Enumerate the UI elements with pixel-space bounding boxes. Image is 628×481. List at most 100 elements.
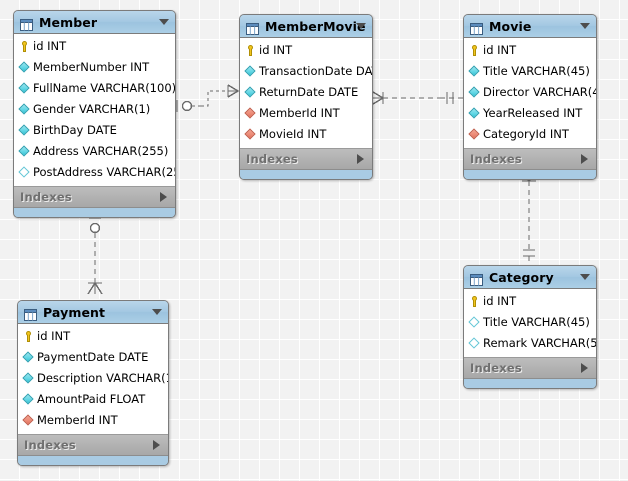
triangle-right-icon[interactable] xyxy=(581,363,588,373)
triangle-right-icon[interactable] xyxy=(160,192,167,202)
diamond-icon xyxy=(244,86,257,99)
key-icon xyxy=(22,330,35,343)
indexes-row[interactable]: Indexes xyxy=(464,358,596,379)
table-membermovie-columns: id INT TransactionDate DATE ReturnDate D… xyxy=(240,38,372,149)
chevron-down-icon[interactable] xyxy=(159,19,169,25)
table-member-header[interactable]: Member xyxy=(14,11,175,34)
column-row[interactable]: id INT xyxy=(464,40,596,61)
column-row[interactable]: MovieId INT xyxy=(240,124,372,145)
table-category-header[interactable]: Category xyxy=(464,266,596,289)
diamond-icon xyxy=(468,107,481,120)
table-title: Member xyxy=(39,14,98,30)
table-payment-columns: id INT PaymentDate DATE Description VARC… xyxy=(18,324,168,435)
table-footer xyxy=(18,456,168,465)
column-row[interactable]: MemberId INT xyxy=(18,410,168,431)
column-row[interactable]: Title VARCHAR(45) xyxy=(464,312,596,333)
column-label: MemberId INT xyxy=(37,412,118,427)
column-row[interactable]: BirthDay DATE xyxy=(14,120,175,141)
column-label: CategoryId INT xyxy=(483,126,569,141)
indexes-label: Indexes xyxy=(20,190,72,204)
table-footer xyxy=(464,170,596,179)
table-member[interactable]: Member id INT MemberNumber INT FullName … xyxy=(13,10,176,218)
table-title: Category xyxy=(489,269,554,285)
column-row[interactable]: id INT xyxy=(464,291,596,312)
indexes-row[interactable]: Indexes xyxy=(18,435,168,456)
column-row[interactable]: id INT xyxy=(240,40,372,61)
column-label: AmountPaid FLOAT xyxy=(37,391,146,406)
table-movie-header[interactable]: Movie xyxy=(464,15,596,38)
column-row[interactable]: Gender VARCHAR(1) xyxy=(14,99,175,120)
chevron-down-icon[interactable] xyxy=(580,274,590,280)
diamond-icon xyxy=(22,393,35,406)
column-label: Gender VARCHAR(1) xyxy=(33,101,151,116)
indexes-label: Indexes xyxy=(246,152,298,166)
column-row[interactable]: ReturnDate DATE xyxy=(240,82,372,103)
diamond-outline-icon xyxy=(468,316,481,329)
key-icon xyxy=(244,44,257,57)
table-category[interactable]: Category id INT Title VARCHAR(45) Remark… xyxy=(463,265,597,389)
table-movie-columns: id INT Title VARCHAR(45) Director VARCHA… xyxy=(464,38,596,149)
column-row[interactable]: AmountPaid FLOAT xyxy=(18,389,168,410)
column-row[interactable]: Address VARCHAR(255) xyxy=(14,141,175,162)
relationship-membermovie-movie xyxy=(372,91,463,105)
column-label: YearReleased INT xyxy=(483,105,583,120)
column-row[interactable]: MemberId INT xyxy=(240,103,372,124)
key-icon xyxy=(18,40,31,53)
triangle-right-icon[interactable] xyxy=(357,154,364,164)
diamond-icon xyxy=(22,372,35,385)
indexes-label: Indexes xyxy=(470,152,522,166)
table-movie[interactable]: Movie id INT Title VARCHAR(45) Director … xyxy=(463,14,597,180)
chevron-down-icon[interactable] xyxy=(580,23,590,29)
table-membermovie-header[interactable]: MemberMovie xyxy=(240,15,372,38)
column-row[interactable]: id INT xyxy=(14,36,175,57)
column-label: Director VARCHAR(45) xyxy=(483,84,596,99)
column-row[interactable]: FullName VARCHAR(100) xyxy=(14,78,175,99)
diamond-icon xyxy=(18,145,31,158)
table-title: Movie xyxy=(489,18,532,34)
column-label: ReturnDate DATE xyxy=(259,84,359,99)
key-icon xyxy=(468,44,481,57)
indexes-row[interactable]: Indexes xyxy=(240,149,372,170)
relationship-member-payment xyxy=(87,217,103,295)
diamond-icon xyxy=(18,61,31,74)
column-row[interactable]: Remark VARCHAR(500) xyxy=(464,333,596,354)
column-label: Remark VARCHAR(500) xyxy=(483,335,597,350)
column-row[interactable]: PaymentDate DATE xyxy=(18,347,168,368)
indexes-label: Indexes xyxy=(24,438,76,452)
column-row[interactable]: Title VARCHAR(45) xyxy=(464,61,596,82)
column-label: Title VARCHAR(45) xyxy=(483,63,590,78)
column-label: MovieId INT xyxy=(259,126,327,141)
table-membermovie[interactable]: MemberMovie id INT TransactionDate DATE … xyxy=(239,14,373,180)
indexes-row[interactable]: Indexes xyxy=(464,149,596,170)
column-row[interactable]: MemberNumber INT xyxy=(14,57,175,78)
table-icon xyxy=(24,306,37,321)
column-label: Title VARCHAR(45) xyxy=(483,314,590,329)
table-footer xyxy=(464,379,596,388)
column-label: id INT xyxy=(37,328,71,343)
column-row[interactable]: YearReleased INT xyxy=(464,103,596,124)
table-category-columns: id INT Title VARCHAR(45) Remark VARCHAR(… xyxy=(464,289,596,358)
triangle-right-icon[interactable] xyxy=(153,440,160,450)
column-label: FullName VARCHAR(100) xyxy=(33,80,176,95)
diamond-icon xyxy=(18,103,31,116)
table-title: MemberMovie xyxy=(265,18,366,34)
column-label: Description VARCHAR(100) xyxy=(37,370,168,385)
table-icon xyxy=(20,16,33,31)
table-icon xyxy=(470,20,483,35)
indexes-row[interactable]: Indexes xyxy=(14,187,175,208)
chevron-down-icon[interactable] xyxy=(152,309,162,315)
column-row[interactable]: Description VARCHAR(100) xyxy=(18,368,168,389)
diamond-outline-icon xyxy=(468,337,481,350)
column-label: MemberNumber INT xyxy=(33,59,150,74)
column-row[interactable]: TransactionDate DATE xyxy=(240,61,372,82)
column-row[interactable]: PostAddress VARCHAR(255) xyxy=(14,162,175,183)
chevron-down-icon[interactable] xyxy=(356,23,366,29)
triangle-right-icon[interactable] xyxy=(581,154,588,164)
column-row[interactable]: Director VARCHAR(45) xyxy=(464,82,596,103)
table-payment[interactable]: Payment id INT PaymentDate DATE Descript… xyxy=(17,300,169,466)
relationship-movie-category xyxy=(522,170,536,265)
column-row[interactable]: id INT xyxy=(18,326,168,347)
table-payment-header[interactable]: Payment xyxy=(18,301,168,324)
column-row[interactable]: CategoryId INT xyxy=(464,124,596,145)
